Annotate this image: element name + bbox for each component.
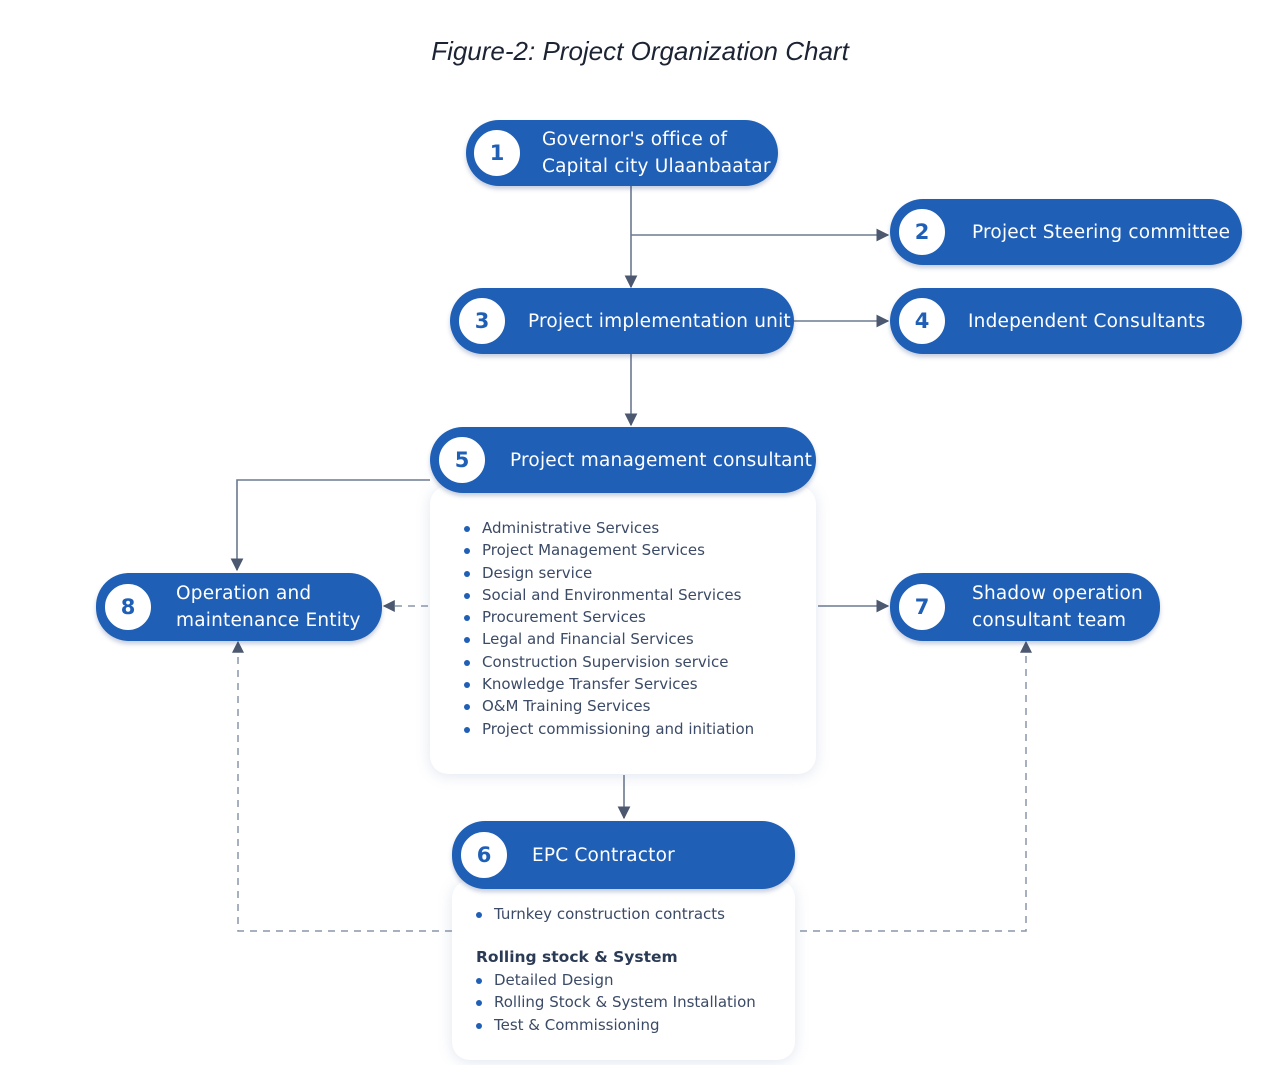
epc-sub-heading: Rolling stock & System — [476, 948, 678, 966]
epc-sub-items-list: Detailed Design Rolling Stock & System I… — [472, 969, 756, 1036]
pmc-services-panel: Administrative Services Project Manageme… — [430, 486, 816, 774]
node-number: 1 — [471, 127, 523, 179]
node-number: 3 — [456, 295, 508, 347]
list-item: Turnkey construction contracts — [472, 903, 725, 925]
list-item: O&M Training Services — [460, 695, 754, 717]
node-om-entity: 8 Operation and maintenance Entity — [96, 573, 382, 641]
node-label: Project management consultant — [510, 449, 813, 471]
list-item: Project commissioning and initiation — [460, 718, 754, 740]
connector-6-7-dashed — [800, 640, 1032, 932]
list-item: Construction Supervision service — [460, 651, 754, 673]
node-label: Project implementation unit — [528, 310, 791, 332]
node-governors-office: 1 Governor's office of Capital city Ulaa… — [466, 120, 778, 186]
figure-title: Figure-2: Project Organization Chart — [431, 36, 849, 66]
node-implementation-unit: 3 Project implementation unit — [450, 288, 794, 354]
node-number: 5 — [436, 434, 488, 486]
list-item: Legal and Financial Services — [460, 628, 754, 650]
epc-panel: Turnkey construction contracts Rolling s… — [452, 880, 795, 1060]
node-number: 7 — [896, 581, 948, 633]
list-item: Detailed Design — [472, 969, 756, 991]
list-item: Project Management Services — [460, 539, 754, 561]
node-steering-committee: 2 Project Steering committee — [890, 199, 1242, 265]
node-number: 2 — [896, 206, 948, 258]
connector-6-8-dashed — [232, 640, 452, 932]
node-project-management-consultant: 5 Project management consultant — [430, 427, 816, 493]
list-item: Test & Commissioning — [472, 1014, 756, 1036]
node-label: Independent Consultants — [968, 310, 1206, 332]
list-item: Procurement Services — [460, 606, 754, 628]
node-label: EPC Contractor — [532, 844, 675, 866]
node-label: Governor's office of Capital city Ulaanb… — [542, 129, 771, 177]
node-shadow-operation-team: 7 Shadow operation consultant team — [890, 573, 1160, 641]
connector-5-8 — [230, 479, 430, 572]
node-epc-contractor: 6 EPC Contractor — [452, 821, 795, 889]
node-label: Operation and maintenance Entity — [176, 583, 361, 631]
node-independent-consultants: 4 Independent Consultants — [890, 288, 1242, 354]
node-label: Shadow operation consultant team — [972, 583, 1143, 631]
node-label: Project Steering committee — [972, 221, 1231, 243]
epc-items-list: Turnkey construction contracts — [472, 903, 725, 925]
list-item: Social and Environmental Services — [460, 584, 754, 606]
node-number: 6 — [458, 829, 510, 881]
list-item: Administrative Services — [460, 517, 754, 539]
pmc-services-list: Administrative Services Project Manageme… — [460, 517, 754, 740]
list-item: Knowledge Transfer Services — [460, 673, 754, 695]
list-item: Design service — [460, 562, 754, 584]
node-number: 4 — [896, 295, 948, 347]
list-item: Rolling Stock & System Installation — [472, 991, 756, 1013]
node-number: 8 — [102, 581, 154, 633]
